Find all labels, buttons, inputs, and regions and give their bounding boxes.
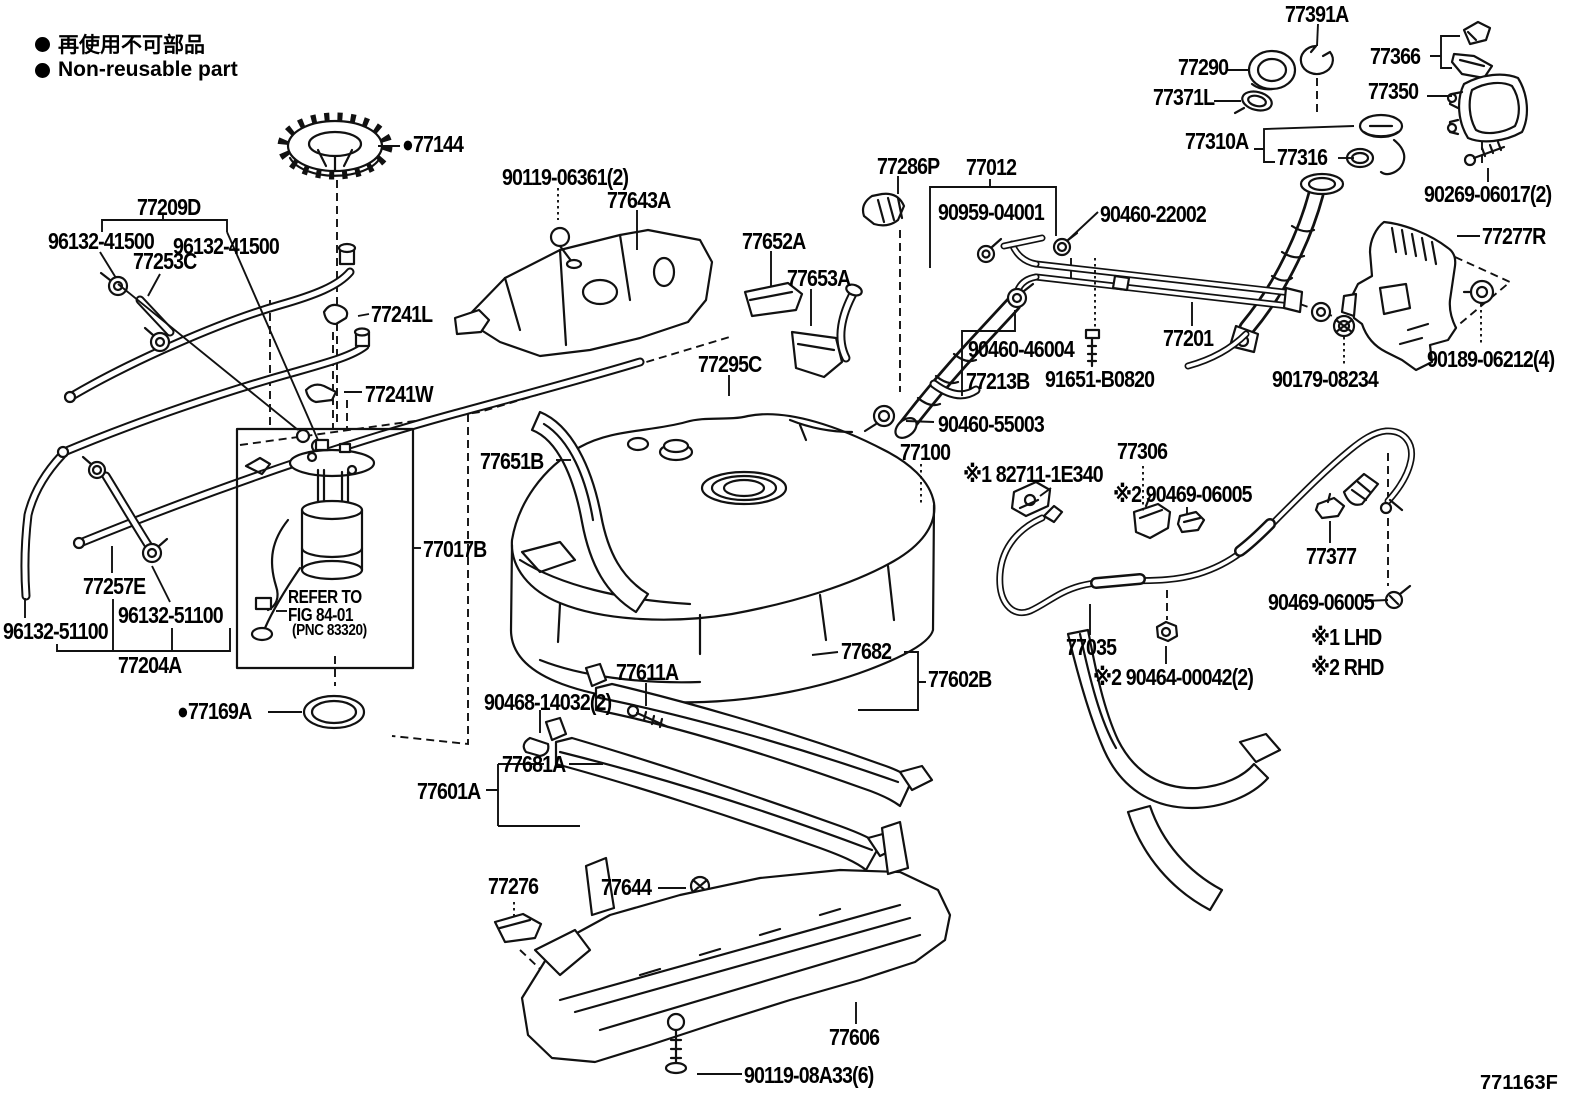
- part-label-77241W: 77241W: [365, 381, 434, 407]
- part-label-90460-22002: 90460-22002: [1100, 201, 1207, 227]
- part-label-77035: 77035: [1066, 634, 1117, 660]
- hose-77213B-drawing: [863, 282, 1035, 439]
- part-label-77310A: 77310A: [1185, 128, 1249, 154]
- protector-77277R-drawing: [1332, 220, 1495, 372]
- non-reusable-bullet-icon: [35, 62, 50, 78]
- part-label-77144: ●77144: [402, 131, 464, 157]
- part-label-77017B: 77017B: [423, 536, 487, 562]
- part-label-77169A: ●77169A: [177, 698, 252, 724]
- part-label-77209D: 77209D: [137, 194, 201, 220]
- part-label-77286P: 77286P: [877, 153, 940, 179]
- bracket-lines: [56, 35, 1460, 827]
- legend-row-jp: 再使用不可部品: [35, 31, 238, 57]
- part-label-77601A: 77601A: [417, 778, 481, 804]
- part-label-90469-06005-right: 90469-06005: [1268, 589, 1375, 615]
- part-label-90959-04001: 90959-04001: [938, 199, 1045, 225]
- fuel-lid-77350-drawing: [1446, 73, 1528, 143]
- left-fuel-tubes-drawing: [20, 242, 645, 601]
- legend: 再使用不可部品 Non-reusable part: [35, 31, 238, 83]
- part-label-96132-51100-left: 96132-51100: [3, 618, 109, 644]
- refer-note-line2: FIG 84-01: [288, 605, 354, 625]
- strap-77682-drawing: [1066, 628, 1282, 912]
- part-label-77276: 77276: [488, 873, 539, 899]
- leader-lines: [24, 23, 1489, 1075]
- part-label-77306: 77306: [1117, 438, 1168, 464]
- fuel-cap-parts-drawing: [1233, 20, 1506, 176]
- part-label-77643A: 77643A: [607, 187, 671, 213]
- part-label-77377: 77377: [1306, 543, 1357, 569]
- part-label-77350: 77350: [1368, 78, 1419, 104]
- part-label-77204A: 77204A: [118, 652, 182, 678]
- part-label-77012: 77012: [966, 154, 1017, 180]
- legend-text-en: Non-reusable part: [58, 58, 238, 81]
- part-label-77253C: 77253C: [133, 248, 197, 274]
- part-label-91651-B0820: 91651-B0820: [1045, 366, 1155, 392]
- part-label-77316: 77316: [1277, 144, 1328, 170]
- gasket-77169A-drawing: [302, 694, 366, 730]
- refer-note-line1: REFER TO: [288, 587, 362, 607]
- cable-77035-drawing: [996, 427, 1416, 643]
- lock-ring-77144-drawing: [277, 112, 393, 180]
- part-label-77682: 77682: [841, 638, 892, 664]
- note-lhd: ※1 LHD: [1311, 624, 1382, 650]
- part-label-77371L: 77371L: [1153, 84, 1215, 110]
- part-label-77681A: 77681A: [502, 751, 566, 777]
- part-label-96132-41500-right: 96132-41500: [173, 233, 280, 259]
- hoses-77286P-drawing: [836, 192, 1079, 400]
- part-label-77241L: 77241L: [371, 301, 433, 327]
- part-label-77652A: 77652A: [742, 228, 806, 254]
- part-label-82711-1E340: ※1 82711-1E340: [963, 461, 1104, 487]
- part-label-77201: 77201: [1163, 325, 1214, 351]
- band-straps-77601A-drawing: [522, 662, 934, 916]
- part-label-77606: 77606: [829, 1024, 880, 1050]
- part-label-90460-46004: 90460-46004: [968, 336, 1075, 362]
- deflector-77652A-77653A-drawing: [743, 281, 844, 379]
- part-label-90469-06005-mid: ※2 90469-06005: [1113, 481, 1253, 507]
- refer-note-line3: (PNC 83320): [292, 622, 367, 639]
- part-label-77391A: 77391A: [1285, 1, 1349, 27]
- part-label-90464-00042: ※2 90464-00042(2): [1093, 664, 1254, 690]
- part-label-77277R: 77277R: [1482, 223, 1546, 249]
- part-label-90179-08234: 90179-08234: [1272, 366, 1379, 392]
- strap-77651B-drawing: [530, 410, 650, 614]
- part-label-77257E: 77257E: [83, 573, 146, 599]
- legend-row-en: Non-reusable part: [35, 57, 238, 83]
- part-label-77611A: 77611A: [616, 659, 679, 685]
- part-label-77602B: 77602B: [928, 666, 992, 692]
- part-label-96132-51100-right: 96132-51100: [118, 602, 224, 628]
- part-label-96132-41500-left: 96132-41500: [48, 228, 155, 254]
- part-label-77100: 77100: [900, 439, 951, 465]
- figure-code: 771163F: [1480, 1072, 1558, 1094]
- part-label-90119-06361: 90119-06361(2): [502, 164, 629, 190]
- part-label-77213B: 77213B: [966, 368, 1030, 394]
- part-label-77644: 77644: [601, 874, 652, 900]
- part-label-90468-14032: 90468-14032(2): [484, 689, 612, 715]
- part-label-90269-06017: 90269-06017(2): [1424, 181, 1552, 207]
- part-label-77653A: 77653A: [787, 265, 851, 291]
- part-label-77366: 77366: [1370, 43, 1421, 69]
- filler-pipe-drawing: [1008, 172, 1345, 370]
- part-label-77651B: 77651B: [480, 448, 544, 474]
- legend-text-jp: 再使用不可部品: [58, 34, 205, 57]
- part-label-90119-08A33: 90119-08A33(6): [744, 1062, 874, 1088]
- skid-plate-77606-drawing: [493, 820, 952, 1075]
- part-label-90460-55003: 90460-55003: [938, 411, 1045, 437]
- note-rhd: ※2 RHD: [1311, 654, 1384, 680]
- part-label-77295C: 77295C: [698, 351, 762, 377]
- part-label-77290: 77290: [1178, 54, 1229, 80]
- non-reusable-bullet-icon: [35, 36, 50, 52]
- part-label-90189-06212: 90189-06212(4): [1427, 346, 1555, 372]
- shield-77643A-drawing: [453, 226, 714, 358]
